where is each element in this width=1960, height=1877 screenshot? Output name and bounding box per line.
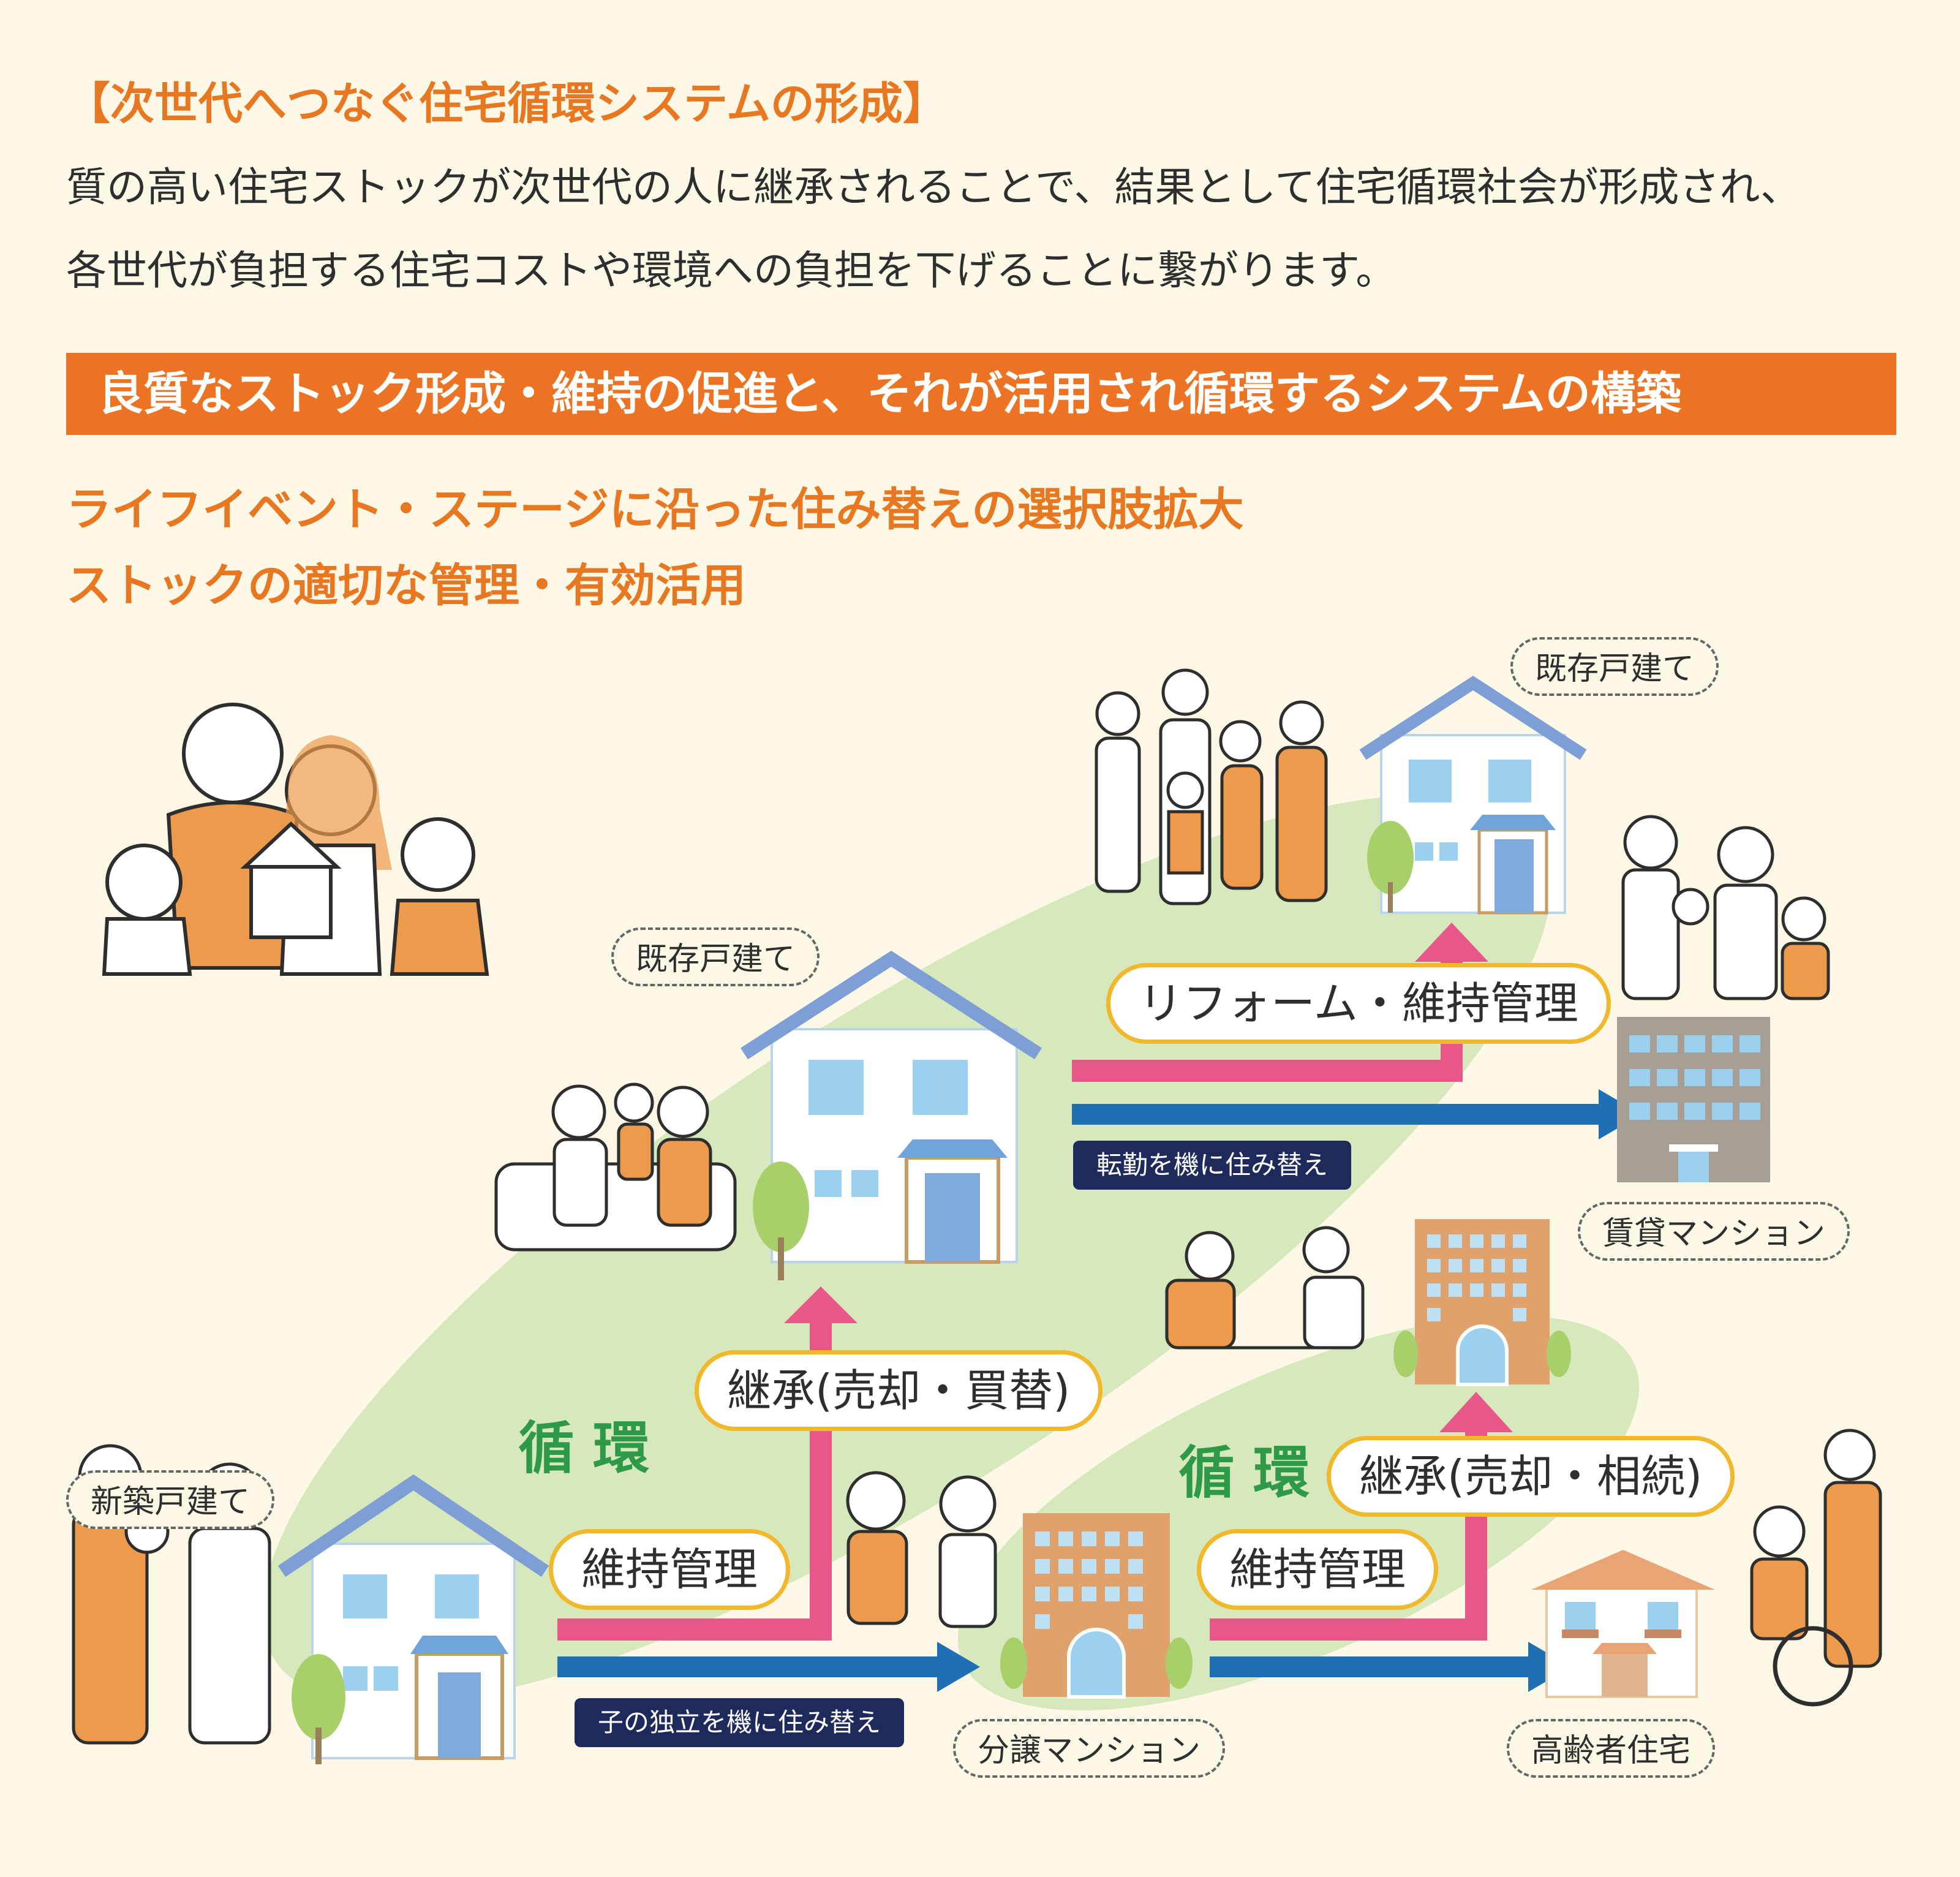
condo-upper-illustration [1393, 1219, 1571, 1386]
blue-arrow-left [557, 1642, 980, 1692]
consultation-illustration [1165, 1226, 1365, 1350]
condo-illustration [1000, 1513, 1193, 1699]
cycle-label-right: 循環 [1178, 1440, 1329, 1506]
new-house-illustration [277, 1474, 549, 1764]
subtitle-line-2: ストックの適切な管理・有効活用 [66, 559, 746, 612]
section-title: 【次世代へつなぐ住宅循環システムの形成】 [66, 78, 947, 129]
cycle-label-left: 循環 [518, 1416, 668, 1481]
pill-maintenance-left: 維持管理 [549, 1529, 791, 1610]
elderly-housing-illustration [1531, 1550, 1715, 1698]
blue-arrow-top [1072, 1089, 1642, 1139]
tag-new-house: 新築戸建て [66, 1470, 275, 1529]
tag-elderly-housing: 高齢者住宅 [1507, 1719, 1716, 1778]
pill-reform: リフォーム・維持管理 [1106, 963, 1611, 1044]
intro-line-2: 各世代が負担する住宅コストや環境への負担を下げることに繋がります。 [66, 247, 1396, 294]
family-on-sofa-illustration [494, 1082, 737, 1252]
rental-mansion-illustration [1617, 1017, 1770, 1182]
young-family-illustration-right [1621, 815, 1830, 1000]
policy-banner: 良質なストック形成・維持の促進と、それが活用され循環するシステムの構築 [66, 353, 1896, 435]
intro-line-1: 質の高い住宅ストックが次世代の人に継承されることで、結果として住宅循環社会が形成… [66, 164, 1801, 211]
note-transfer: 転勤を機に住み替え [1073, 1141, 1352, 1190]
pill-inherit-inherit: 継承(売却・相続) [1327, 1436, 1735, 1517]
existing-house-mid-illustration [741, 950, 1042, 1280]
intro-text: 質の高い住宅ストックが次世代の人に継承されることで、結果として住宅循環社会が形成… [66, 146, 1801, 312]
subtitle-block: ライフイベント・ステージに沿った住み替えの選択肢拡大 ストックの適切な管理・有効… [66, 472, 1244, 624]
subtitle-line-1: ライフイベント・ステージに沿った住み替えの選択肢拡大 [66, 483, 1244, 536]
extended-family-illustration [1095, 668, 1328, 905]
note-child-independence: 子の独立を機に住み替え [575, 1698, 905, 1747]
tag-rental-mansion: 賃貸マンション [1578, 1202, 1850, 1261]
caregiver-wheelchair-illustration [1750, 1429, 1882, 1707]
tag-condo: 分譲マンション [953, 1719, 1226, 1778]
pill-inherit-buy: 継承(売却・買替) [695, 1350, 1103, 1431]
tag-existing-house-mid: 既存戸建て [611, 927, 820, 986]
existing-house-top-illustration [1359, 676, 1587, 915]
tag-existing-house-top: 既存戸建て [1510, 637, 1719, 696]
blue-arrow-right [1210, 1642, 1571, 1692]
pill-maintenance-right: 維持管理 [1197, 1529, 1439, 1610]
family-illustration-topleft [102, 703, 489, 976]
senior-couple-illustration [846, 1471, 997, 1628]
